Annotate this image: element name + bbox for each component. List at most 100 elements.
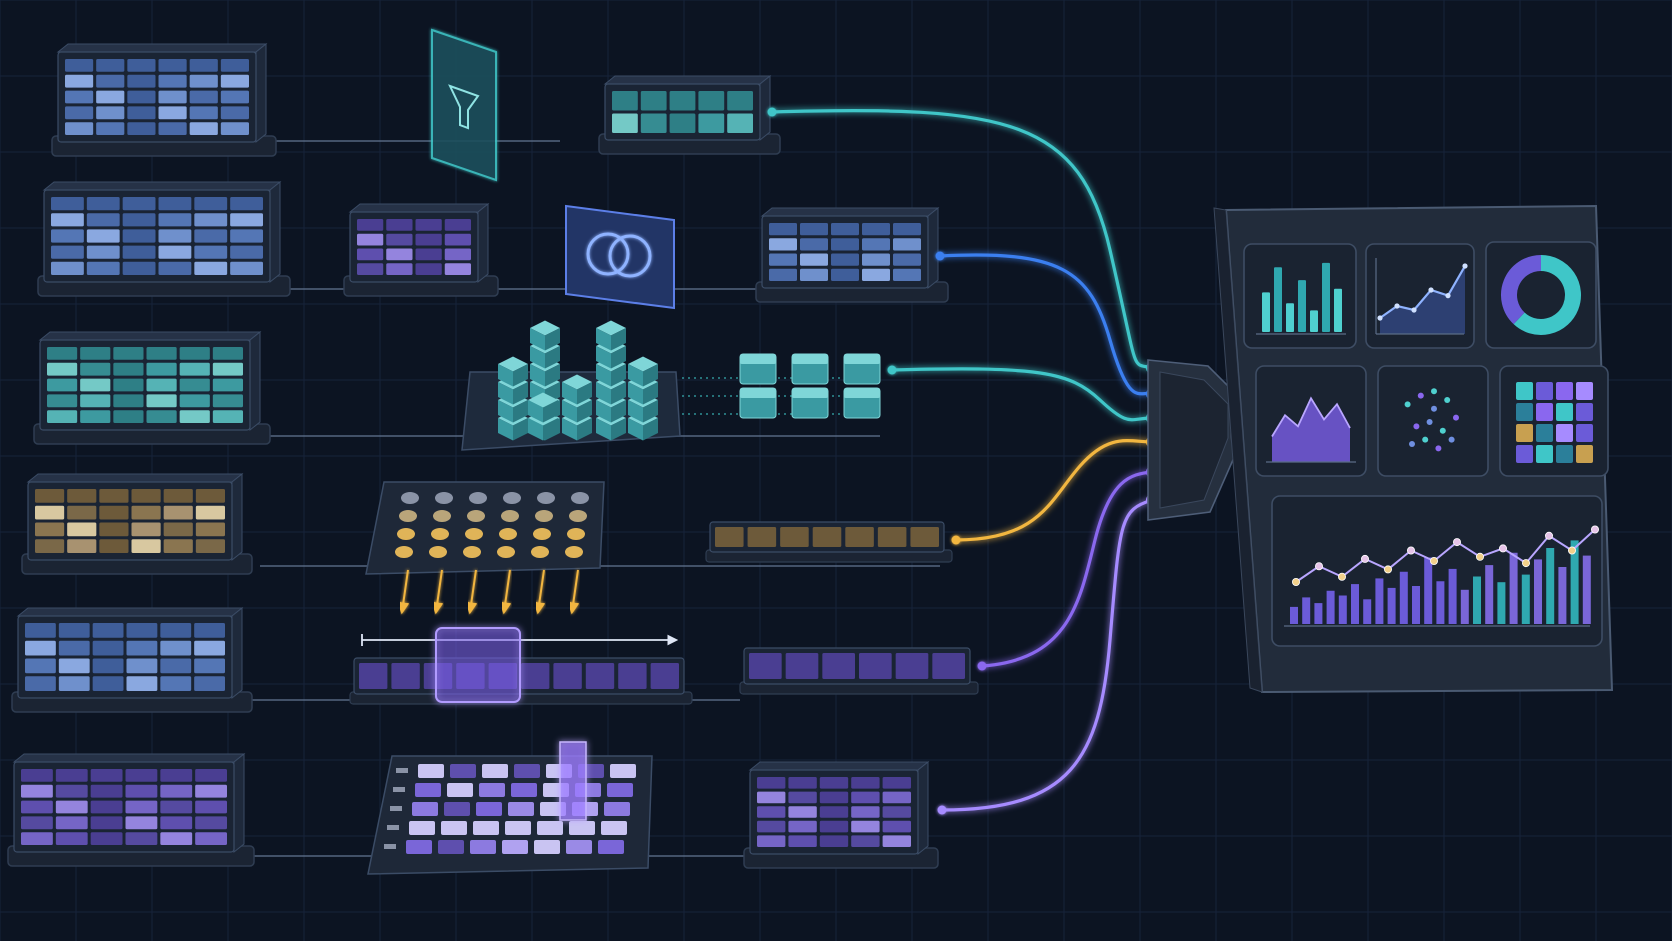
slab-side bbox=[477, 202, 489, 284]
data-cell bbox=[612, 113, 638, 133]
slab-top bbox=[12, 753, 246, 763]
data-cell bbox=[819, 820, 849, 833]
data-cell bbox=[127, 106, 156, 120]
data-stream-curve bbox=[955, 439, 1153, 542]
data-cell bbox=[357, 248, 384, 261]
scatter-point bbox=[1444, 397, 1451, 403]
heatmap-cell bbox=[479, 783, 505, 797]
combo-bar bbox=[1570, 540, 1579, 624]
bar bbox=[1298, 280, 1306, 332]
data-cell bbox=[212, 362, 243, 376]
heatmap-cell bbox=[601, 821, 627, 835]
data-cell bbox=[179, 378, 210, 392]
data-cell bbox=[194, 658, 225, 674]
scatter-chart-tile bbox=[1377, 365, 1489, 477]
combo-bar bbox=[1521, 574, 1530, 624]
data-cell bbox=[96, 59, 125, 72]
scatter-point bbox=[1453, 414, 1459, 421]
cube-right bbox=[643, 400, 658, 423]
slab-face bbox=[57, 51, 257, 143]
pipeline-map bbox=[21, 472, 953, 615]
slab-side bbox=[231, 606, 243, 700]
data-cell bbox=[160, 816, 193, 830]
data-cell bbox=[212, 347, 243, 360]
combo-bar bbox=[1363, 599, 1372, 624]
data-cell bbox=[125, 816, 158, 830]
data-cell bbox=[163, 539, 193, 553]
heatmap-cell bbox=[508, 802, 534, 816]
slab-side bbox=[255, 42, 267, 144]
venn-circle-left-icon bbox=[586, 232, 630, 276]
combo-bar bbox=[1399, 571, 1408, 624]
data-cell bbox=[158, 229, 192, 243]
data-cell bbox=[357, 233, 384, 246]
cube-right bbox=[643, 364, 658, 387]
cube-right bbox=[611, 364, 626, 387]
data-cell bbox=[612, 91, 638, 111]
combo-bar bbox=[1534, 559, 1542, 624]
data-cell bbox=[230, 197, 263, 211]
data-cell bbox=[160, 658, 192, 674]
filtered-table-1 bbox=[598, 74, 781, 155]
data-cell bbox=[131, 539, 161, 553]
line-point bbox=[1411, 307, 1417, 313]
data-cell bbox=[220, 59, 249, 72]
joined-table bbox=[755, 206, 949, 303]
cube-right bbox=[545, 346, 560, 369]
data-cell bbox=[882, 777, 911, 789]
data-cell bbox=[122, 245, 156, 259]
data-cell bbox=[51, 197, 84, 211]
combo-point bbox=[1361, 554, 1370, 563]
data-cell bbox=[92, 623, 124, 638]
slab-top bbox=[38, 331, 262, 341]
data-cell bbox=[80, 362, 111, 376]
map-dot bbox=[571, 492, 589, 504]
cube-left bbox=[596, 328, 611, 351]
cube-right bbox=[611, 346, 626, 369]
data-cell bbox=[444, 233, 471, 246]
data-cell bbox=[877, 527, 907, 547]
data-cell bbox=[386, 219, 413, 231]
combo-bar bbox=[1290, 606, 1298, 624]
heatmap-cell bbox=[1556, 403, 1573, 421]
combo-bar bbox=[1314, 603, 1323, 624]
data-cell bbox=[113, 394, 144, 408]
data-cell bbox=[862, 268, 890, 281]
combo-point bbox=[1384, 565, 1393, 574]
data-cell bbox=[640, 113, 667, 133]
pivoted-table bbox=[743, 760, 939, 869]
heatmap-cell bbox=[514, 764, 540, 778]
data-cell bbox=[195, 816, 227, 830]
heatmap-cell bbox=[1576, 382, 1593, 400]
data-cell bbox=[893, 253, 921, 266]
heatmap-cell bbox=[1516, 445, 1533, 463]
data-cell bbox=[386, 248, 413, 261]
cube-left bbox=[562, 382, 577, 405]
cube-right bbox=[577, 418, 592, 441]
heatmap-cell bbox=[1556, 424, 1573, 442]
heatmap-cell bbox=[412, 802, 438, 816]
map-output-arrow bbox=[499, 569, 512, 615]
data-cell bbox=[895, 653, 929, 679]
map-output-arrow bbox=[533, 569, 546, 615]
data-cell bbox=[99, 505, 129, 520]
stream-start-node bbox=[937, 805, 947, 815]
data-cell bbox=[769, 223, 797, 236]
data-cell bbox=[194, 213, 228, 227]
data-cell bbox=[788, 835, 817, 847]
data-cell bbox=[158, 122, 187, 135]
heatmap-row-tick bbox=[387, 825, 399, 830]
data-cell bbox=[163, 489, 193, 503]
data-cell bbox=[585, 663, 615, 689]
data-cell bbox=[131, 489, 161, 503]
data-cell bbox=[21, 769, 53, 782]
stream-start-node bbox=[951, 535, 961, 545]
data-cell bbox=[96, 122, 125, 135]
data-cell bbox=[230, 213, 263, 227]
pipeline-window bbox=[11, 606, 979, 713]
data-cell bbox=[146, 378, 177, 392]
data-cell bbox=[882, 835, 911, 847]
data-cell bbox=[444, 248, 471, 261]
data-cell bbox=[65, 74, 94, 88]
data-cell bbox=[158, 197, 192, 211]
